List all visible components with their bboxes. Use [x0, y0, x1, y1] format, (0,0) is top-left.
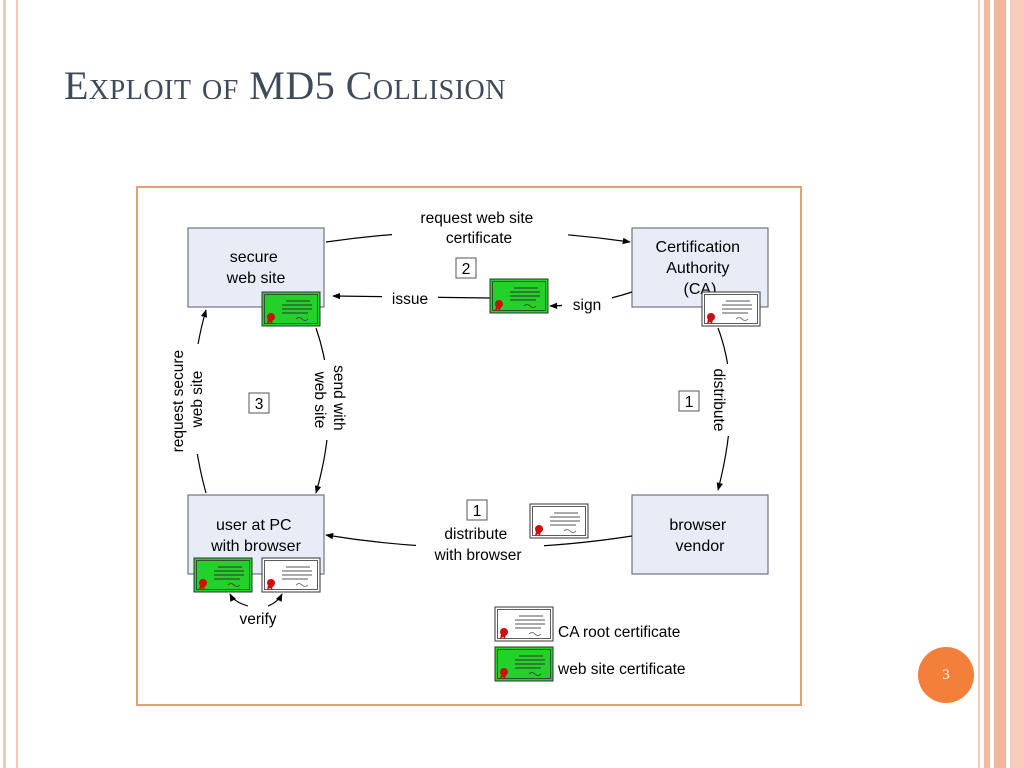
verify-arrow-right — [267, 593, 283, 607]
left-frame-line-inner — [16, 0, 18, 768]
user-site-certificate — [193, 557, 253, 593]
diagram-canvas: secure web site Certification Authority … — [163, 206, 769, 682]
node-user-pc-line2: with browser — [210, 538, 301, 555]
svg-text:1: 1 — [473, 503, 482, 520]
node-browser-vendor-line1: browser — [669, 517, 727, 534]
svg-text:2: 2 — [462, 261, 471, 278]
edge-issue-label: issue — [392, 291, 428, 308]
svg-text:1: 1 — [685, 394, 694, 411]
legend-ca-root-icon — [494, 606, 554, 642]
slide-title: Exploit of MD5 Collision — [64, 63, 506, 108]
edge-send-with-site-label: send with web site — [311, 365, 347, 435]
md5-exploit-diagram: secure web site Certification Authority … — [136, 186, 802, 706]
edge-sign-label: sign — [573, 297, 601, 314]
node-browser-vendor: browser vendor — [631, 494, 769, 575]
right-frame-line-1 — [978, 0, 980, 768]
edge-request-secure-site-label: request secure web site — [170, 346, 206, 453]
edge-request-certificate-label: request web site certificate — [420, 210, 537, 247]
distributed-ca-root-certificate — [529, 503, 589, 539]
svg-text:3: 3 — [255, 396, 264, 413]
legend-web-site-cert-icon — [494, 646, 554, 682]
node-ca-line1: Certification — [656, 239, 740, 256]
node-browser-vendor-line2: vendor — [676, 538, 726, 555]
step-3-box: 3 — [248, 392, 270, 414]
node-secure-web-site-line1: secure — [230, 249, 278, 266]
signed-site-certificate — [489, 278, 549, 314]
svg-text:secure web site: secure web site — [226, 249, 286, 287]
left-frame-line — [3, 0, 6, 768]
step-1-right-box: 1 — [678, 390, 700, 412]
node-user-pc-line1: user at PC — [216, 517, 292, 534]
svg-text:user at PC with browser: user at PC with browser — [210, 517, 301, 555]
step-2-box: 2 — [455, 257, 477, 279]
ca-root-certificate — [701, 291, 761, 327]
right-frame-band-3 — [1010, 0, 1024, 768]
node-secure-web-site-line2: web site — [226, 270, 286, 287]
right-frame-band-2 — [994, 0, 1006, 768]
page-number-badge: 3 — [918, 647, 974, 703]
verify-arrow-left — [229, 593, 249, 607]
secure-site-certificate — [261, 291, 321, 327]
node-ca-line2: Authority — [666, 260, 729, 277]
svg-text:browser vendor: browser vendor — [669, 517, 730, 555]
edge-distribute-label: distribute — [710, 369, 727, 432]
right-frame-band-1 — [984, 0, 990, 768]
legend: CA root certificate web site certificate — [494, 606, 686, 682]
edge-distribute-with-browser-label: distribute with browser — [434, 526, 522, 564]
legend-ca-root-label: CA root certificate — [558, 624, 680, 641]
step-1-bottom-box: 1 — [466, 499, 488, 521]
user-ca-root-certificate — [261, 557, 321, 593]
node-secure-web-site: secure web site — [187, 227, 325, 308]
verify-label: verify — [239, 611, 276, 628]
legend-web-site-cert-label: web site certificate — [557, 661, 686, 678]
